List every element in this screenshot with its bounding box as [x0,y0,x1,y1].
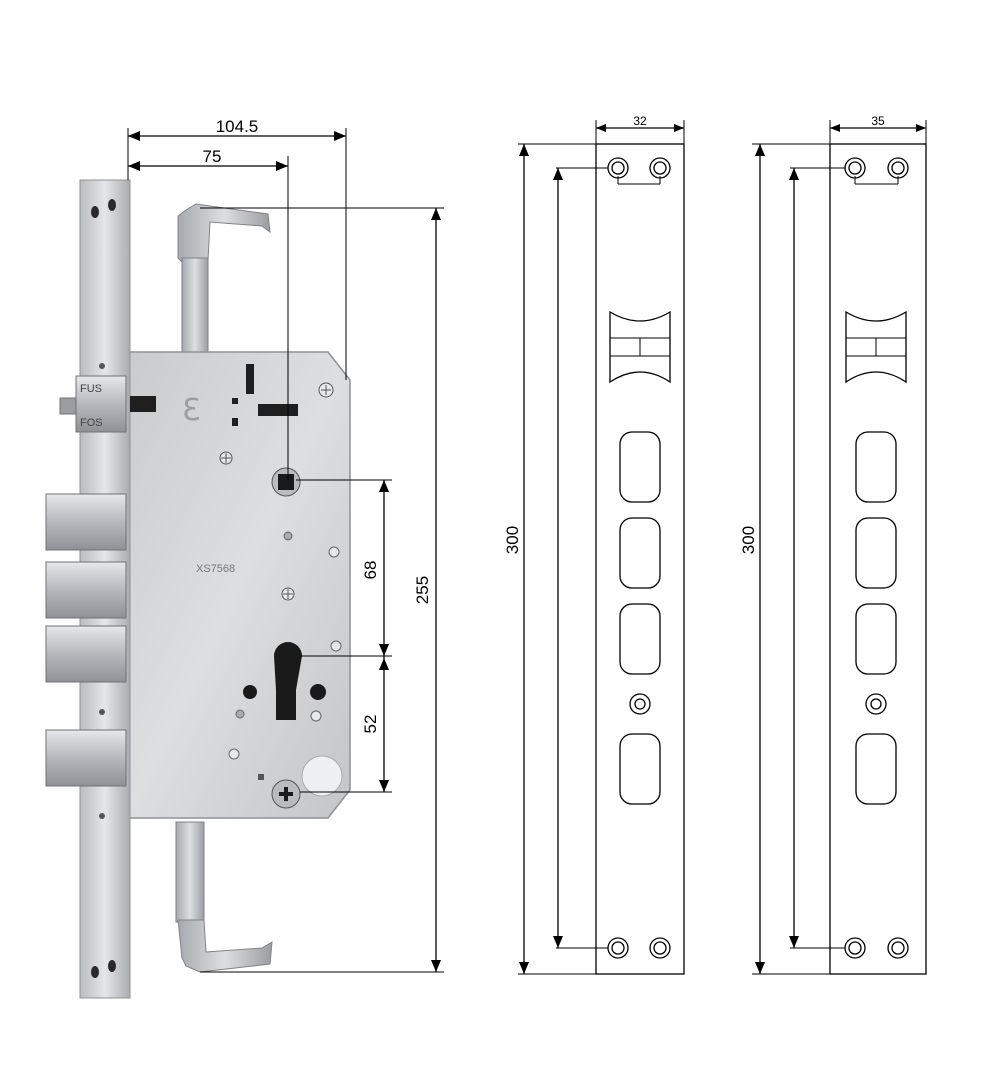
latch-tab: FUS FOS [59,375,127,433]
hologram-sticker [301,755,343,797]
strike-plate-2 [829,143,927,975]
dim-lower-spacing: 52 [361,715,380,734]
case-logo: ℇ [182,393,200,428]
strike2-slot-2 [855,517,897,589]
case-marking: XS7568 [196,563,235,575]
strike1-dim-width: 32 [633,114,647,128]
strike1-slot-3 [619,603,661,675]
strike2-slot-1 [855,431,897,503]
strike-plate-1 [595,143,685,975]
deadbolt-4 [45,729,127,787]
dim-backset: 75 [203,147,222,166]
strike1-slot-2 [619,517,661,589]
cylinder-hole [274,642,302,720]
faceplate-screw-holes [91,199,116,978]
lower-rod [175,821,273,973]
mortise-lock: FUS FOS ℇ [45,179,351,999]
strike1-slot-4 [619,733,661,805]
strike2-dim-length: 300 [739,526,758,554]
dim-upper-spacing: 68 [361,561,380,580]
upper-rod [177,203,271,355]
strike1-dim-length: 300 [503,526,522,554]
strike2-slot-3 [855,603,897,675]
latch-label-bottom: FOS [80,417,103,429]
deadbolt-3 [45,625,127,683]
strike-plate-2-dimensions: 35 300 [739,114,927,975]
strike1-slot-1 [619,431,661,503]
latch-label-top: FUS [80,383,102,395]
dim-height-bolts: 255 [413,576,432,604]
deadbolt-2 [45,561,127,619]
strike-plate-1-dimensions: 32 300 [503,114,685,975]
deadbolts [45,493,127,787]
strike2-slot-4 [855,733,897,805]
deadbolt-1 [45,493,127,551]
dim-width-total: 104.5 [216,117,259,136]
strike2-dim-width: 35 [871,114,885,128]
lock-dimensions: 104.5 75 255 68 52 [127,117,444,973]
